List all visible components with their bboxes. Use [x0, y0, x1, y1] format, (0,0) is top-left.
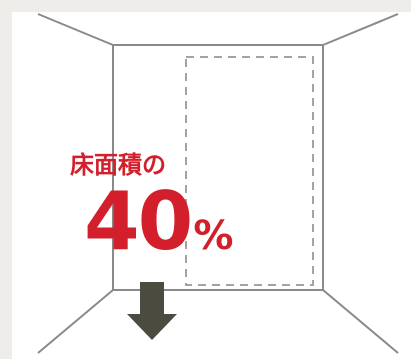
floor-edge-left — [37, 289, 114, 354]
ceiling-edge-right — [322, 13, 399, 46]
arrow-down-icon — [127, 282, 177, 340]
percentage-value: 40 — [84, 175, 193, 268]
floor-edge-right — [322, 289, 399, 354]
back-wall — [112, 44, 324, 291]
ceiling-edge-left — [37, 13, 114, 46]
window-outline — [185, 56, 314, 286]
percentage-label: 40% — [84, 182, 233, 272]
percentage-unit: % — [193, 213, 234, 259]
floor-area-label: 床面積の — [70, 151, 166, 179]
diagram-frame — [12, 12, 411, 359]
